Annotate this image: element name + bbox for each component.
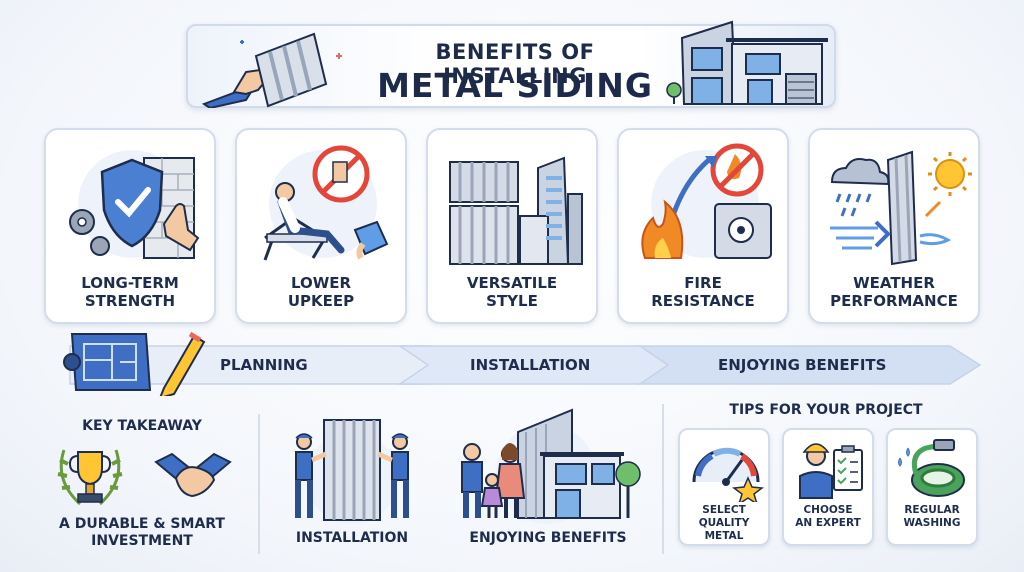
hand-holding-panel-icon — [201, 32, 342, 108]
benefit-card-style: VERSATILE STYLE — [426, 128, 598, 324]
modern-house-icon — [666, 20, 828, 105]
benefit-label: VERSATILE STYLE — [466, 274, 558, 310]
process-step-installation: INSTALLATION — [470, 356, 591, 374]
gauge-star-icon — [692, 447, 764, 502]
benefit-card-fire: FIRE RESISTANCE — [617, 128, 789, 324]
hose-icon — [898, 439, 965, 497]
process-step-planning: PLANNING — [220, 356, 308, 374]
trophy-handshake-icon — [57, 449, 232, 506]
benefit-card-upkeep: LOWER UPKEEP — [235, 128, 407, 324]
benefit-label: FIRE RESISTANCE — [651, 274, 755, 310]
process-arrows — [69, 345, 982, 385]
relaxing-person-icon — [263, 145, 389, 261]
benefit-card-weather: WEATHER PERFORMANCE — [808, 128, 980, 324]
stage-label-installation: INSTALLATION — [295, 530, 409, 546]
weather-icon — [830, 150, 972, 266]
tip-card-expert: CHOOSE AN EXPERT — [782, 428, 874, 546]
divider — [258, 414, 260, 554]
benefit-label: WEATHER PERFORMANCE — [830, 274, 958, 310]
fire-safe-icon — [641, 143, 772, 259]
workers-installing-panel-icon — [295, 419, 409, 524]
title-line-2: METAL SIDING — [377, 66, 653, 105]
process-step-enjoying: ENJOYING BENEFITS — [718, 356, 887, 374]
divider — [662, 404, 664, 554]
shield-wall-icon — [69, 150, 200, 259]
key-takeaway-heading: KEY TAKEAWAY — [82, 418, 202, 434]
title-line-1: BENEFITS OF INSTALLING — [435, 40, 595, 88]
blueprint-pencil-icon — [63, 331, 206, 396]
tip-card-quality: SELECT QUALITY METAL — [678, 428, 770, 546]
benefit-label: LONG-TERM STRENGTH — [81, 274, 179, 310]
benefit-card-strength: LONG-TERM STRENGTH — [44, 128, 216, 324]
key-takeaway-text: A DURABLE & SMART INVESTMENT — [59, 516, 225, 549]
tip-card-washing: REGULAR WASHING — [886, 428, 978, 546]
family-house-icon — [461, 408, 641, 524]
benefit-label: LOWER UPKEEP — [287, 274, 355, 310]
worker-checklist-icon — [799, 443, 863, 499]
tip-label: SELECT QUALITY METAL — [698, 504, 750, 542]
metal-panels-building-icon — [449, 156, 583, 265]
tip-label: CHOOSE AN EXPERT — [795, 504, 861, 529]
stage-label-enjoying: ENJOYING BENEFITS — [469, 530, 627, 546]
tip-label: REGULAR WASHING — [903, 504, 961, 529]
tips-heading: TIPS FOR YOUR PROJECT — [729, 402, 923, 418]
